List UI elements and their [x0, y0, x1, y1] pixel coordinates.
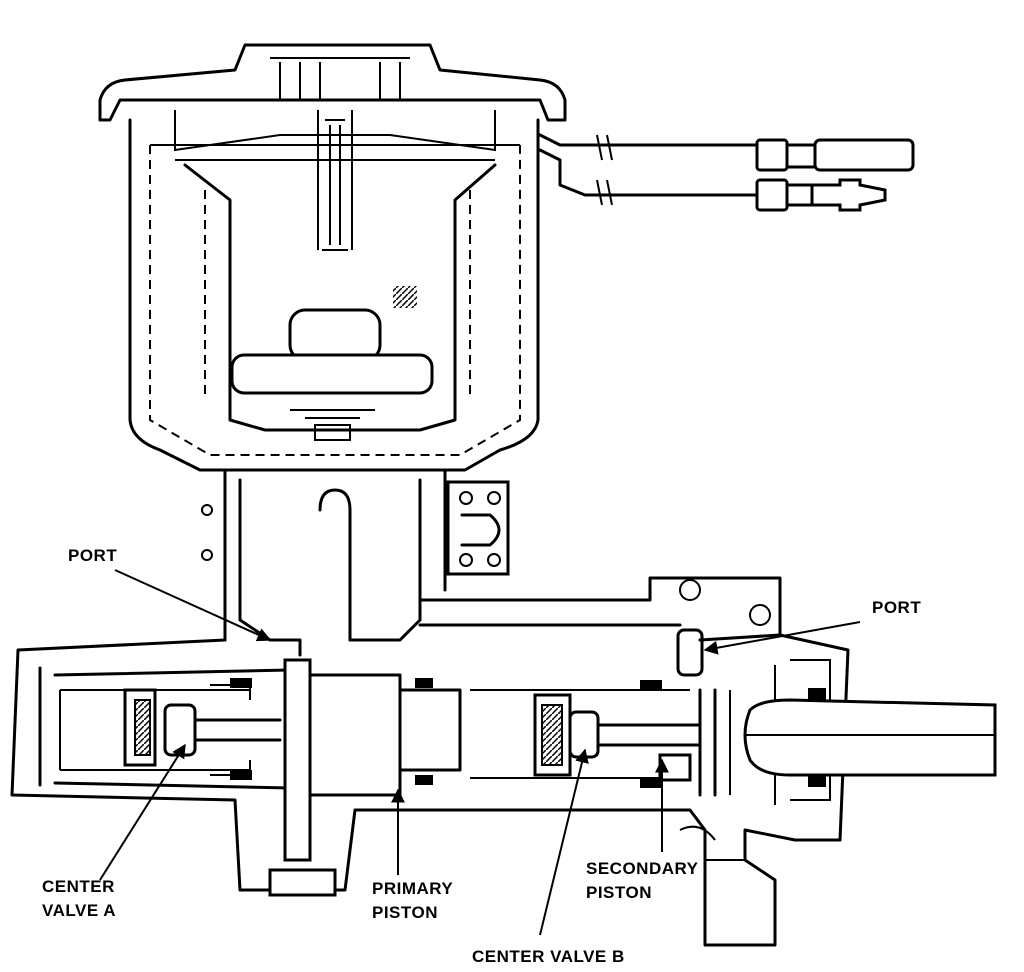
secondary-piston-label-line1: SECONDARY [586, 859, 699, 878]
primary-piston-label-line1: PRIMARY [372, 879, 454, 898]
reservoir-cap [98, 43, 567, 122]
cylinder-body [10, 633, 997, 947]
leader-center-valve-a [99, 743, 186, 881]
fluid-passage [418, 576, 782, 677]
fluid-reservoir [128, 110, 540, 472]
secondary-piston-label-line2: PISTON [586, 883, 652, 902]
leader-port-left [114, 569, 272, 642]
reservoir-neck [201, 468, 510, 657]
primary-piston-label-line2: PISTON [372, 903, 438, 922]
center-valve-b-label: CENTER VALVE B [472, 947, 625, 966]
level-sensor-wires [538, 133, 915, 212]
center-valve-a-label-line1: CENTER [42, 877, 115, 896]
port-label-left: PORT [68, 546, 118, 565]
center-valve-a-label-line2: VALVE A [42, 901, 117, 920]
port-label-right: PORT [872, 598, 922, 617]
leader-port-right [703, 621, 861, 655]
leader-lines [99, 569, 861, 936]
leader-center-valve-b [539, 748, 589, 936]
